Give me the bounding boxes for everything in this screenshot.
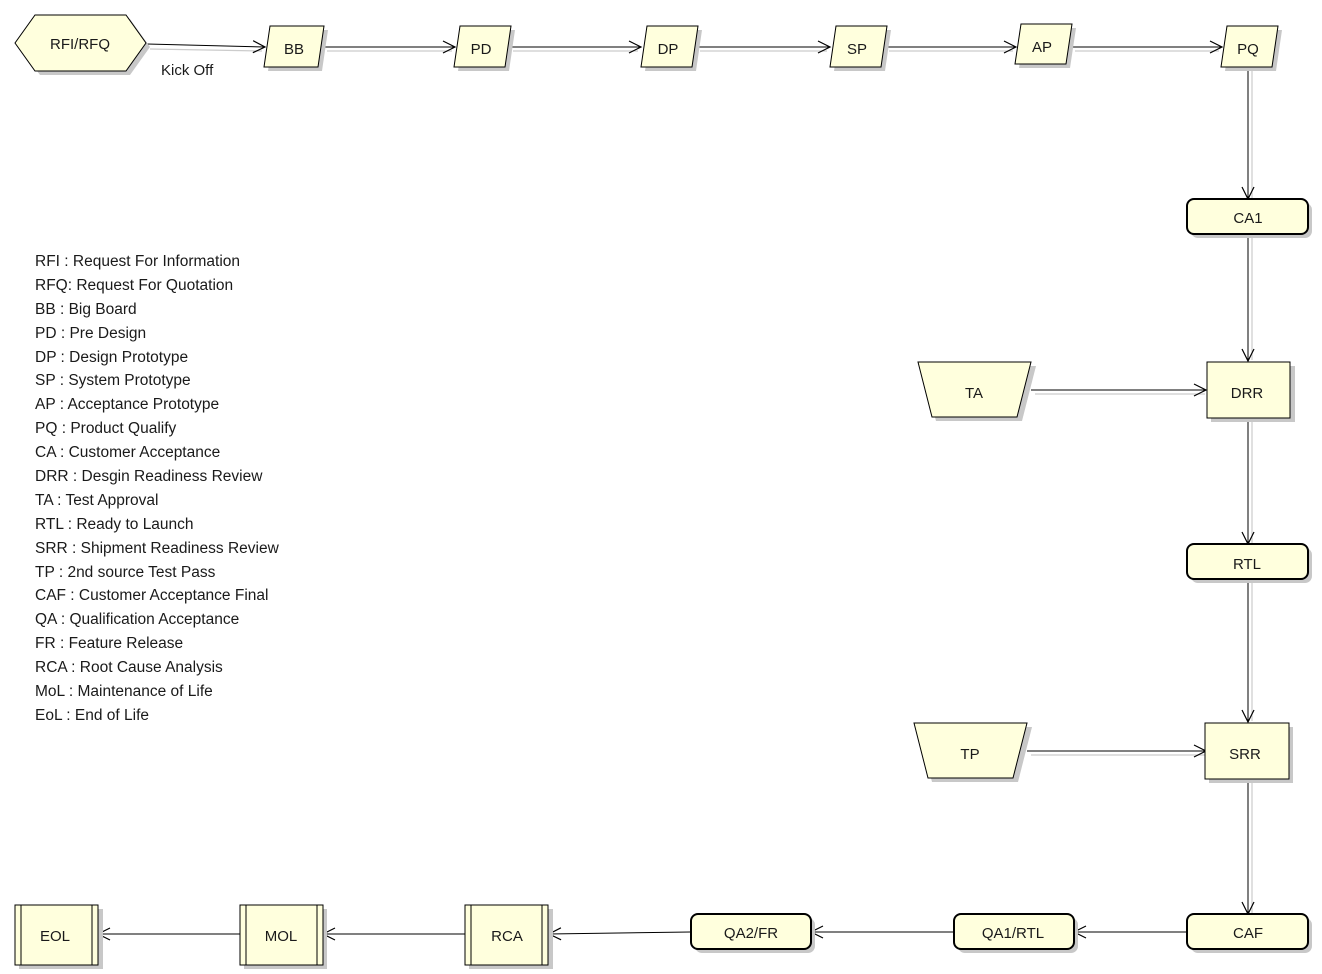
node-label: DRR [1231, 385, 1264, 402]
node-srr[interactable]: SRR [1204, 722, 1293, 783]
node-label: MOL [265, 928, 298, 945]
node-drr[interactable]: DRR [1206, 361, 1295, 422]
legend-item: BB : Big Board [35, 300, 137, 318]
legend-item: RFI : Request For Information [35, 253, 241, 270]
node-qa2-fr[interactable]: QA2/FR [690, 913, 815, 953]
node-ca1[interactable]: CA1 [1186, 198, 1312, 238]
legend-item: RTL : Ready to Launch [35, 515, 194, 533]
node-label: QA1/RTL [982, 925, 1044, 942]
node-label: TP [960, 746, 979, 763]
legend-item: PD : Pre Design [35, 324, 147, 342]
legend-item: QA : Qualification Acceptance [35, 611, 240, 629]
node-label: RCA [491, 928, 523, 945]
node-ap[interactable]: AP [1014, 23, 1076, 68]
node-label: SP [847, 41, 867, 58]
node-label: RTL [1233, 556, 1261, 573]
legend-item: CAF : Customer Acceptance Final [35, 587, 269, 605]
legend-item: PQ : Product Qualify [35, 420, 177, 438]
legend-item: SRR : Shipment Readiness Review [35, 539, 279, 557]
node-pq[interactable]: PQ [1220, 25, 1282, 71]
node-rfi-rfq[interactable]: RFI/RFQ [14, 14, 150, 75]
node-label: EOL [40, 928, 70, 945]
node-label: CAF [1233, 925, 1263, 942]
node-eol[interactable]: EOL [14, 904, 103, 969]
node-caf[interactable]: CAF [1186, 913, 1312, 953]
legend-item: DRR : Desgin Readiness Review [35, 468, 263, 486]
node-qa1-rtl[interactable]: QA1/RTL [953, 913, 1078, 953]
edge-qa2-to-rca [547, 927, 691, 941]
node-label: DP [658, 41, 679, 58]
legend-item: EoL : End of Life [35, 706, 150, 724]
node-rtl[interactable]: RTL [1186, 543, 1312, 583]
node-label: PQ [1237, 41, 1259, 58]
legend-item: RCA : Root Cause Analysis [35, 659, 223, 677]
node-bb[interactable]: BB [263, 25, 328, 71]
legend-item: FR : Feature Release [35, 635, 184, 653]
legend-item: CA : Customer Acceptance [35, 444, 221, 462]
node-label: CA1 [1233, 210, 1262, 227]
kickoff-label: Kick Off [161, 62, 214, 79]
abbreviation-legend: RFI : Request For Information RFQ: Reque… [35, 252, 279, 730]
edge-rfi-to-bb [146, 40, 267, 54]
legend-item: TA : Test Approval [35, 491, 159, 509]
legend-item: MoL : Maintenance of Life [35, 683, 213, 701]
node-label: PD [471, 41, 492, 58]
legend-item: TP : 2nd source Test Pass [35, 563, 216, 581]
node-tp[interactable]: TP [913, 722, 1032, 782]
node-label: RFI/RFQ [50, 36, 110, 53]
legend-item: AP : Acceptance Prototype [35, 396, 220, 414]
edge-shadows [149, 48, 1253, 913]
node-dp[interactable]: DP [640, 25, 702, 71]
node-ta[interactable]: TA [917, 361, 1036, 421]
legend-item: SP : System Prototype [35, 372, 191, 390]
node-rca[interactable]: RCA [464, 904, 553, 969]
node-label: SRR [1229, 746, 1261, 763]
legend-item: RFQ: Request For Quotation [35, 276, 234, 294]
node-label: BB [284, 41, 304, 58]
node-pd[interactable]: PD [453, 25, 515, 71]
node-label: QA2/FR [724, 925, 778, 942]
legend-item: DP : Design Prototype [35, 348, 189, 366]
node-label: AP [1032, 39, 1052, 56]
node-mol[interactable]: MOL [239, 904, 327, 969]
node-label: TA [965, 385, 983, 402]
edges [96, 40, 1255, 941]
node-sp[interactable]: SP [829, 25, 891, 71]
